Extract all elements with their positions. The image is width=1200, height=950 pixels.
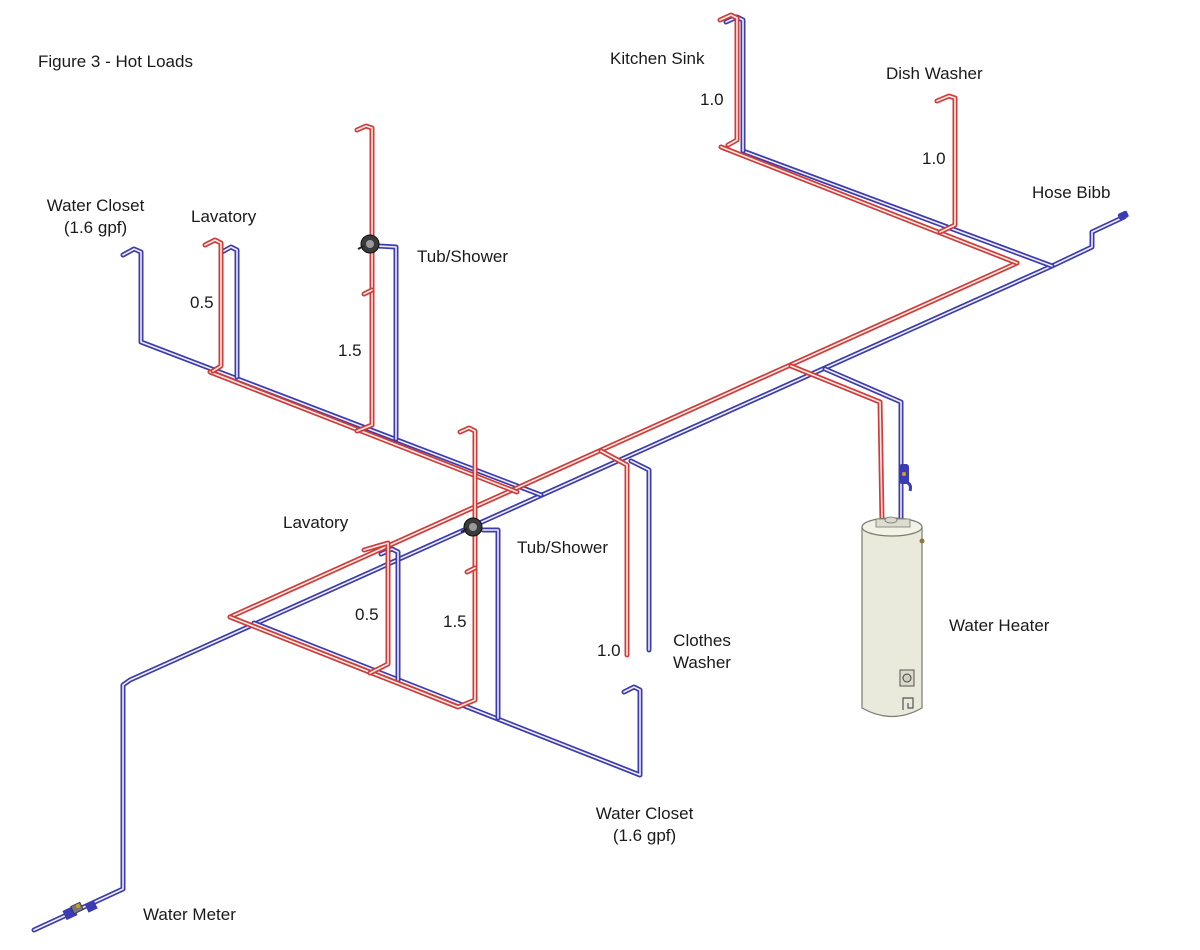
- hot-upper-tub-riser-pipe: [354, 123, 375, 434]
- label-water-closet-upper: Water Closet (1.6 gpf): [33, 195, 158, 239]
- label-lavatory-upper: Lavatory: [191, 207, 257, 226]
- label-water-closet-lower-line1: Water Closet: [595, 804, 694, 823]
- load-kitchen-sink: 1.0: [700, 90, 724, 109]
- load-lavatory-upper: 0.5: [190, 293, 214, 312]
- hot-dishwasher-riser-pipe: [934, 93, 958, 235]
- label-water-closet-lower: Water Closet (1.6 gpf): [582, 803, 707, 847]
- label-water-heater: Water Heater: [949, 616, 1050, 635]
- label-kitchen-sink: Kitchen Sink: [610, 49, 705, 68]
- figure-title: Figure 3 - Hot Loads: [38, 52, 193, 71]
- cold-kitchen-branch-pipe: [740, 148, 1055, 269]
- hot-upper-lav-riser-pipe: [202, 237, 224, 374]
- hot-lower-tub-spout-pipe: [464, 565, 478, 575]
- load-clothes-washer: 1.0: [597, 641, 621, 660]
- cold-upper-branch-pipe: [120, 246, 544, 498]
- hot-heater-branch-pipe: [788, 363, 885, 524]
- hose-bibb-icon: [1117, 210, 1129, 221]
- hot-lower-branch-pipe: [227, 425, 478, 710]
- label-clothes-washer: Clothes Washer: [662, 630, 742, 674]
- label-lavatory-lower: Lavatory: [283, 513, 349, 532]
- load-dish-washer: 1.0: [922, 149, 946, 168]
- hot-upper-branch-pipe: [207, 369, 520, 495]
- water-meter-icon: [62, 900, 98, 921]
- cold-heater-branch-pipe: [822, 366, 904, 524]
- hot-washer-branch-pipe: [598, 448, 630, 658]
- cold-upper-tub-riser-pipe: [375, 243, 399, 442]
- cold-kitchen-riser-pipe: [723, 14, 746, 154]
- label-water-closet-lower-line2: (1.6 gpf): [612, 826, 677, 845]
- label-tub-shower-lower: Tub/Shower: [517, 538, 609, 557]
- label-hose-bibb: Hose Bibb: [1032, 183, 1111, 202]
- cold-main-supply-pipe: [31, 214, 1127, 933]
- hot-upper-tub-spout-pipe: [361, 287, 375, 297]
- cold-washer-branch-pipe: [628, 458, 652, 653]
- label-clothes-washer-line2: Washer: [673, 653, 731, 672]
- label-dish-washer: Dish Washer: [886, 64, 983, 83]
- heater-inlet-valve-icon: [899, 464, 912, 492]
- cold-lower-tub-riser-pipe: [480, 527, 501, 721]
- load-lavatory-lower: 0.5: [355, 605, 379, 624]
- hot-lower-lav-riser-pipe: [361, 540, 391, 676]
- label-water-closet-upper-line2: (1.6 gpf): [63, 218, 128, 237]
- water-heater-tank: [861, 516, 925, 717]
- tub-shower-valve-lower-icon: [460, 517, 483, 537]
- hot-main-pipe: [227, 260, 1020, 620]
- tub-shower-valve-upper-icon: [357, 234, 380, 254]
- cold-lower-branch-pipe: [251, 620, 643, 778]
- load-tub-shower-lower: 1.5: [443, 612, 467, 631]
- hot-kitchen-riser-pipe: [717, 12, 740, 148]
- hot-kitchen-branch-pipe: [718, 144, 1020, 266]
- load-tub-shower-upper: 1.5: [338, 341, 362, 360]
- cold-upper-lav-riser-pipe: [219, 244, 240, 380]
- label-clothes-washer-line1: Clothes: [673, 631, 731, 650]
- label-water-meter: Water Meter: [143, 905, 236, 924]
- label-water-closet-upper-line1: Water Closet: [46, 196, 145, 215]
- label-tub-shower-upper: Tub/Shower: [417, 247, 509, 266]
